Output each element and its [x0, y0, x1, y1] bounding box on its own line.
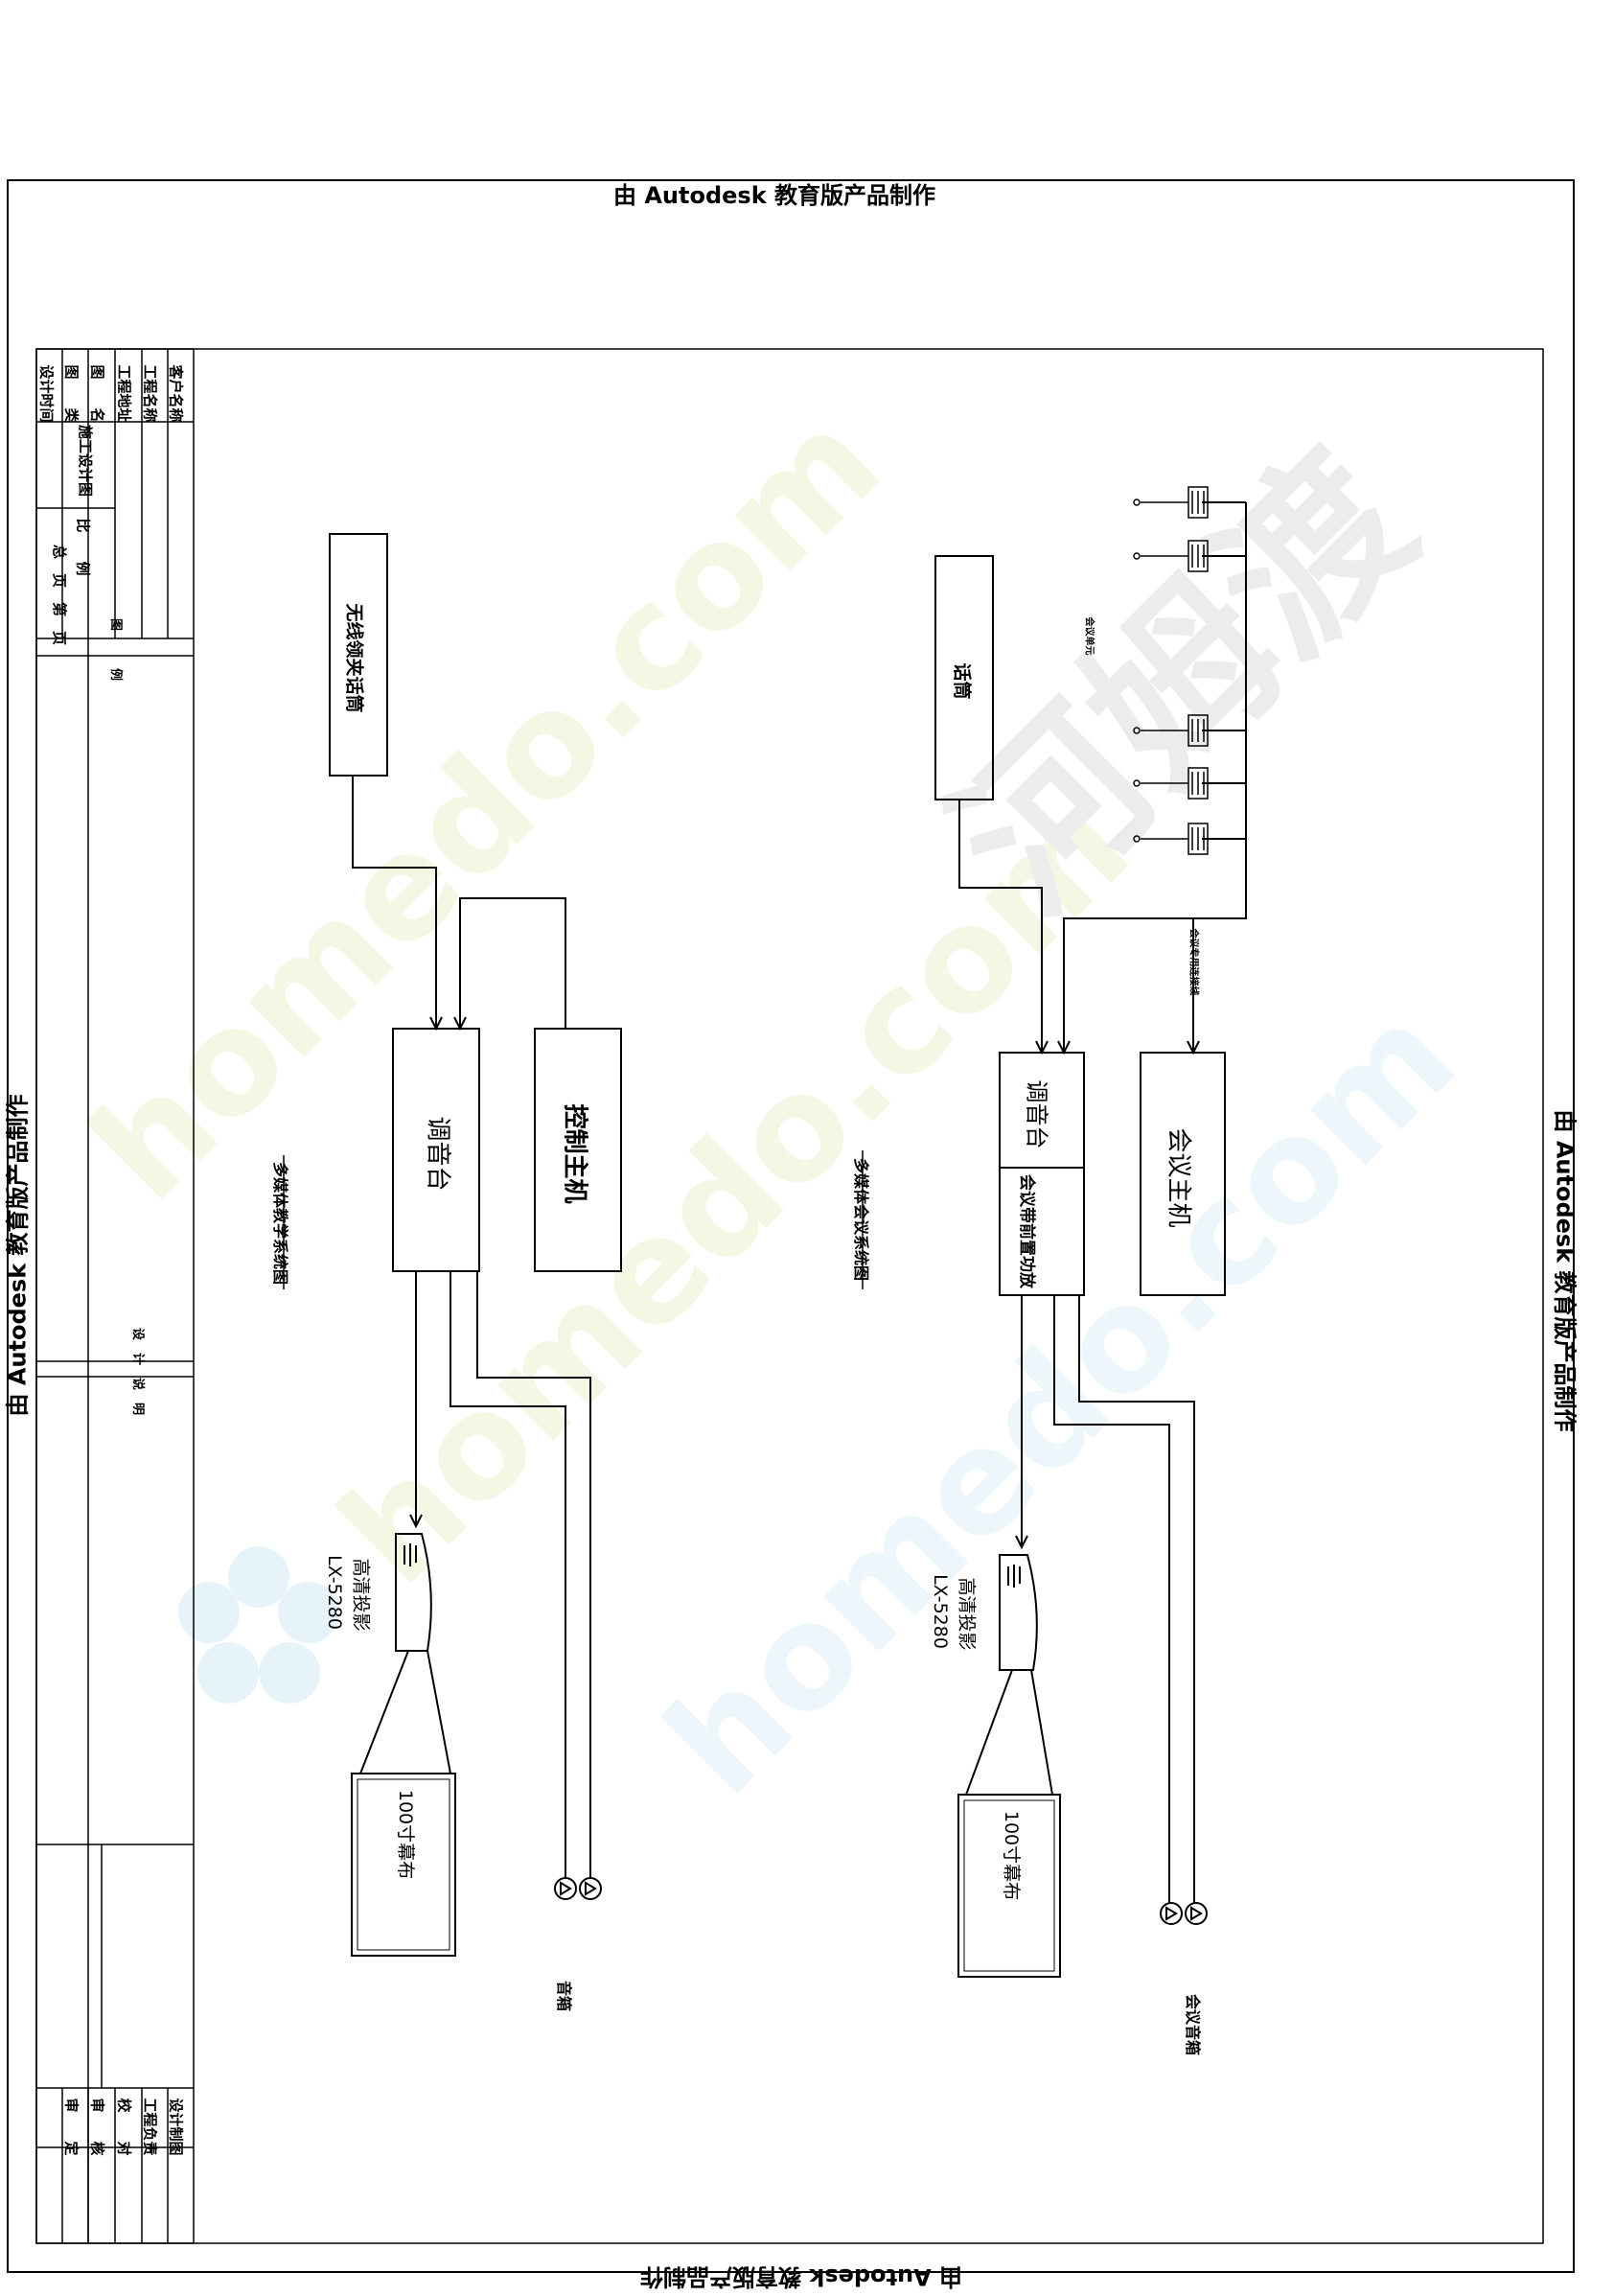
wire-mixer-to-speaker-2 [476, 1271, 591, 1879]
tb-approve: 审 定 [62, 2098, 81, 2156]
outer-frame [7, 179, 1575, 2273]
teaching-projector-label: 高清投影 [350, 1558, 372, 1632]
tb-notes: 设 计 说 明 [130, 1327, 146, 1416]
control-host-box [534, 1028, 622, 1272]
teaching-projector-icon [395, 1533, 432, 1652]
wire-control-to-mixer [459, 897, 566, 1029]
conf-speakers-label: 会议音箱 [1184, 1993, 1203, 2056]
tb-total-pages: 总 页 第 页 [51, 544, 69, 646]
wire-mic-to-mixer [352, 776, 437, 1029]
conf-speakers-icon [1160, 1902, 1208, 1925]
wire-conf-mic-to-mixer [958, 800, 1043, 1053]
wire-conf-to-speaker-1 [1053, 1295, 1170, 1903]
inner-frame [35, 348, 1544, 2244]
tb-drawing-type: 施工设计图 [77, 424, 95, 498]
tb-review: 审 核 [88, 2098, 106, 2156]
conf-projector-label: 高清投影 [956, 1577, 978, 1651]
conference-title: 多媒体会议系统图 [852, 1157, 871, 1282]
conf-projector-icon [999, 1554, 1038, 1671]
teaching-speakers-icon [554, 1877, 602, 1900]
autodesk-stamp-top: 由 Autodesk 教育版产品制作 [613, 182, 936, 209]
conf-host-label: 会议主机 [1164, 1127, 1193, 1228]
conf-host-box [1140, 1052, 1226, 1296]
conf-units-label: 会议单元 [1083, 616, 1095, 656]
tb-project-address: 工程地址 [115, 364, 133, 423]
wire-conf-to-speaker-2 [1078, 1295, 1195, 1903]
conf-mixer-label: 调音台 [1023, 1079, 1050, 1149]
teaching-beam [359, 1650, 409, 1774]
tb-scale: 比 例 [74, 518, 92, 576]
tb-drawing-class: 图 类 [62, 364, 81, 423]
conf-mic-label: 话筒 [951, 662, 973, 700]
control-host-label: 控制主机 [560, 1103, 589, 1204]
title-block-frame [35, 348, 195, 2244]
conf-bus-line [1063, 502, 1247, 1053]
teaching-title: 多媒体教学系统图 [271, 1161, 290, 1286]
tb-legend: 图 例 [108, 617, 124, 682]
tb-drafting: 设计制图 [167, 2098, 185, 2156]
conf-amp-label: 会议带前置功放 [1017, 1174, 1036, 1288]
teaching-mixer-label: 调音台 [423, 1116, 452, 1192]
teaching-screen [351, 1773, 456, 1957]
wire-mixer-to-speaker-1 [450, 1271, 566, 1879]
tb-engineer: 工程负责 [141, 2098, 159, 2156]
teaching-screen-label: 100寸幕布 [395, 1789, 417, 1880]
teaching-projector-model: LX-5280 [323, 1555, 345, 1630]
conf-mic-box [934, 555, 994, 800]
conf-screen-label: 100寸幕布 [1001, 1810, 1023, 1901]
conference-unit-icons [1133, 486, 1209, 855]
homedo-logo-mark [178, 1546, 339, 1704]
conf-beam [965, 1669, 1013, 1796]
conf-projector-model: LX-5280 [929, 1574, 951, 1649]
wireless-mic-box [329, 533, 388, 777]
tb-proofread: 校 对 [115, 2098, 133, 2156]
wireless-mic-label: 无线领夹话筒 [343, 603, 365, 713]
conf-bus-label: 会议专用连接线 [1187, 928, 1199, 996]
tb-client-name: 客户名称 [167, 364, 185, 423]
tb-project-name: 工程名称 [141, 364, 159, 423]
tb-design-date: 设计时间 [37, 364, 56, 423]
teaching-speakers-label: 音箱 [555, 1980, 574, 2012]
conf-screen [957, 1794, 1061, 1978]
tb-drawing-name: 图 名 [88, 364, 106, 423]
